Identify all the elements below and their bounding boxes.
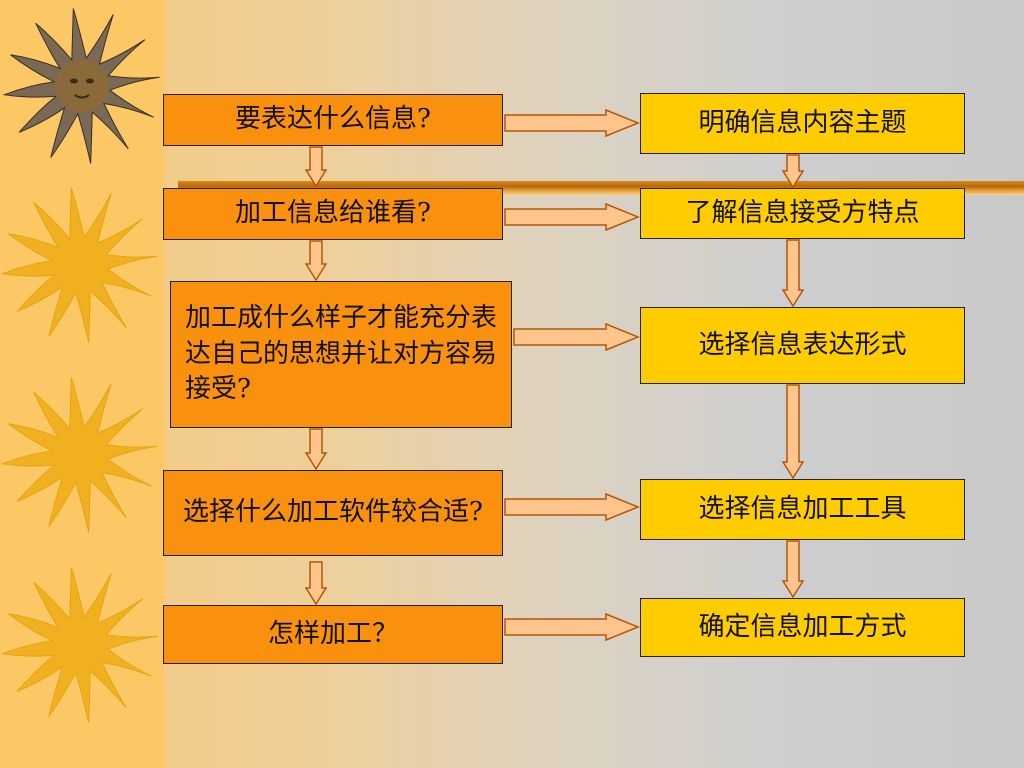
answer-box-4: 选择信息加工工具 — [640, 479, 965, 540]
sun-face-icon — [2, 8, 160, 164]
question-box-1: 要表达什么信息? — [163, 94, 503, 146]
answer-box-2: 了解信息接受方特点 — [640, 188, 965, 239]
answer-text-2: 了解信息接受方特点 — [685, 197, 920, 228]
arrow-right-2 — [504, 202, 640, 232]
answer-text-1: 明确信息内容主题 — [698, 107, 907, 138]
answer-box-1: 明确信息内容主题 — [640, 93, 965, 154]
arrow-down-q-4 — [304, 561, 328, 606]
arrow-down-a-4 — [781, 540, 805, 599]
arrow-down-a-1 — [781, 154, 805, 189]
question-text-5: 怎样加工？ — [267, 618, 398, 649]
arrow-down-q-3 — [304, 428, 328, 471]
question-box-4: 选择什么加工软件较合适? — [163, 470, 503, 556]
answer-text-5: 确定信息加工方式 — [698, 611, 907, 642]
question-box-3: 加工成什么样子才能充分表达自己的思想并让对方容易接受? — [170, 281, 512, 428]
question-text-4: 选择什么加工软件较合适? — [183, 497, 483, 528]
arrow-down-a-2 — [781, 239, 805, 308]
question-box-5: 怎样加工？ — [163, 605, 503, 664]
arrow-right-5 — [504, 612, 640, 642]
sun-icon — [0, 187, 158, 343]
question-text-3: 加工成什么样子才能充分表达自己的思想并让对方容易接受? — [185, 302, 498, 405]
question-text-2: 加工信息给谁看? — [235, 198, 431, 229]
sun-icon — [0, 377, 158, 533]
arrow-down-q-2 — [304, 240, 328, 282]
arrow-down-a-3 — [781, 384, 805, 480]
answer-text-3: 选择信息表达形式 — [698, 329, 907, 360]
question-box-2: 加工信息给谁看? — [163, 188, 503, 240]
sun-icon — [0, 567, 158, 723]
arrow-right-4 — [504, 492, 640, 522]
arrow-right-3 — [513, 322, 640, 352]
arrow-down-q-1 — [304, 146, 328, 188]
arrow-right-1 — [504, 108, 640, 138]
answer-text-4: 选择信息加工工具 — [698, 493, 907, 524]
answer-box-5: 确定信息加工方式 — [640, 598, 965, 657]
answer-box-3: 选择信息表达形式 — [640, 307, 965, 384]
question-text-1: 要表达什么信息? — [235, 104, 431, 135]
sun-ornaments — [0, 8, 160, 723]
